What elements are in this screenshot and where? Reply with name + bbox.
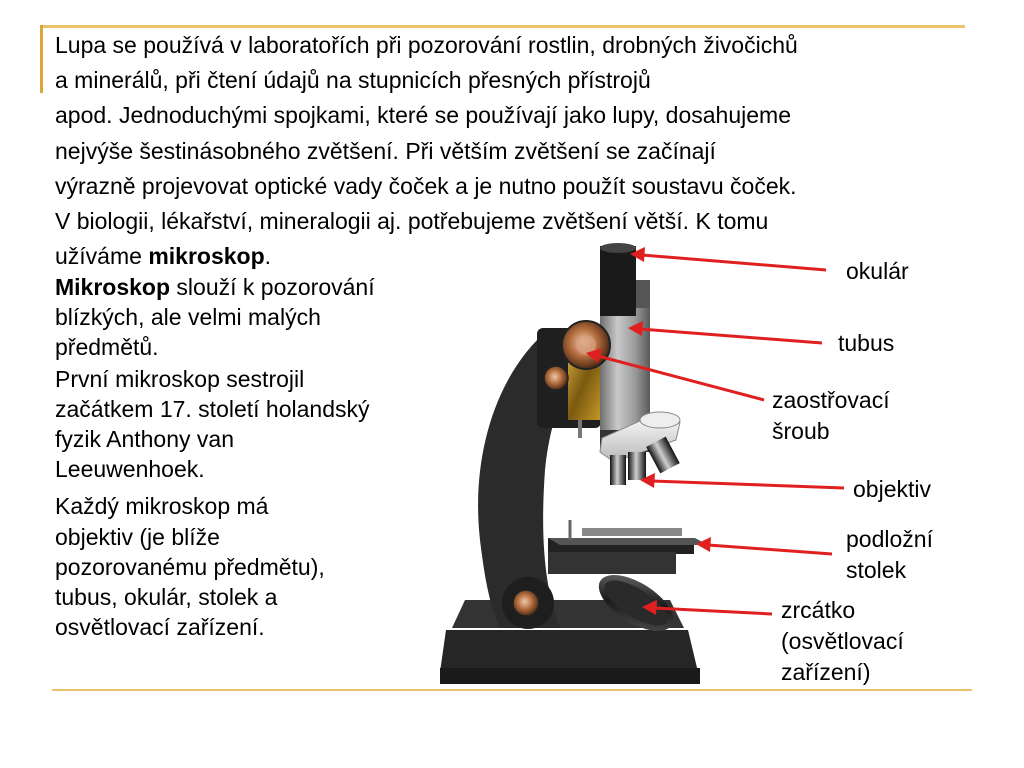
- arrowhead: [696, 537, 711, 552]
- label-line: podložní: [846, 526, 933, 552]
- parts-line: Každý mikroskop má: [55, 493, 269, 520]
- definition-line: blízkých, ale velmi malých: [55, 304, 321, 331]
- arrow-okular: [641, 253, 827, 272]
- objective-lens: [646, 436, 680, 474]
- label-line: zrcátko: [781, 597, 856, 623]
- intro-line: a minerálů, při čtení údajů na stupnicíc…: [55, 67, 651, 94]
- label-line: stolek: [846, 557, 907, 583]
- label-okular: okulár: [846, 258, 909, 284]
- arrowhead: [630, 247, 645, 262]
- label-line: (osvětlovací: [781, 628, 904, 654]
- label-zaostrovaci-sroub: zaostřovací šroub: [772, 385, 890, 447]
- intro-line: výrazně projevovat optické vady čoček a …: [55, 172, 797, 199]
- objective-lens: [628, 452, 646, 480]
- left-description-column: Mikroskop slouží k pozorování blízkých, …: [55, 272, 455, 642]
- intro-last-prefix: užíváme: [55, 243, 149, 270]
- parts-line: objektiv (je blíže: [55, 523, 220, 550]
- history-line: První mikroskop sestrojil: [55, 365, 305, 392]
- arrow-zaostrovaci: [597, 354, 765, 402]
- intro-line: Lupa se používá v laboratořích při pozor…: [55, 32, 798, 58]
- intro-paragraph: Lupa se používá v laboratořích při pozor…: [55, 28, 980, 274]
- arrowhead: [642, 600, 657, 615]
- label-zrcatko: zrcátko (osvětlovací zařízení): [781, 595, 904, 688]
- arrow-objektiv: [651, 479, 845, 490]
- intro-last-suffix: .: [264, 243, 272, 270]
- history-block: První mikroskop sestrojil začátkem 17. s…: [55, 364, 455, 485]
- history-line: začátkem 17. století holandský: [55, 395, 370, 422]
- parts-line: tubus, okulár, stolek a: [55, 584, 278, 611]
- intro-mikroskop-bold: mikroskop: [148, 243, 265, 270]
- intro-line: nejvýše šestinásobného zvětšení. Při vět…: [55, 137, 716, 164]
- lower-knob: [512, 589, 540, 617]
- history-line: fyzik Anthony van: [55, 426, 234, 453]
- label-podlozni-stolek: podložní stolek: [846, 524, 933, 586]
- mirror: [598, 575, 674, 631]
- intro-line: V biologii, lékařství, mineralogii aj. p…: [55, 208, 769, 235]
- arrow-podlozni: [707, 543, 833, 556]
- left-accent-rule: [40, 25, 43, 93]
- objective-turret: [599, 411, 681, 485]
- arrow-tubus: [639, 327, 823, 345]
- label-objektiv: objektiv: [853, 476, 931, 502]
- top-accent-rule: [40, 25, 965, 28]
- definition-block: Mikroskop slouží k pozorování blízkých, …: [55, 272, 455, 363]
- definition-line: předmětů.: [55, 334, 159, 361]
- intro-line: apod. Jednoduchými spojkami, které se po…: [55, 102, 791, 129]
- parts-block: Každý mikroskop má objektiv (je blíže po…: [55, 491, 455, 642]
- history-line: Leeuwenhoek.: [55, 456, 205, 483]
- label-arrows: [586, 247, 845, 616]
- eyepiece: [600, 246, 636, 316]
- bottom-accent-rule: [52, 689, 972, 691]
- stage: [548, 520, 708, 574]
- arrow-zrcatko: [653, 606, 773, 616]
- label-line: šroub: [772, 418, 830, 444]
- arrowhead: [628, 321, 643, 336]
- intro-last-line: užíváme mikroskop.: [55, 239, 980, 274]
- label-line: zařízení): [781, 659, 871, 685]
- fine-focus-knob: [543, 365, 569, 391]
- objective-lens: [610, 455, 626, 485]
- parts-line: osvětlovací zařízení.: [55, 614, 265, 641]
- definition-rest: slouží k pozorování: [170, 274, 375, 300]
- mikroskop-bold: Mikroskop: [55, 274, 171, 300]
- definition-first-line: Mikroskop slouží k pozorování: [55, 272, 455, 302]
- label-tubus: tubus: [838, 330, 895, 356]
- parts-line: pozorovanému předmětu),: [55, 553, 325, 580]
- label-line: zaostřovací: [772, 387, 890, 413]
- arrowhead: [640, 473, 655, 488]
- arrowhead: [586, 348, 602, 363]
